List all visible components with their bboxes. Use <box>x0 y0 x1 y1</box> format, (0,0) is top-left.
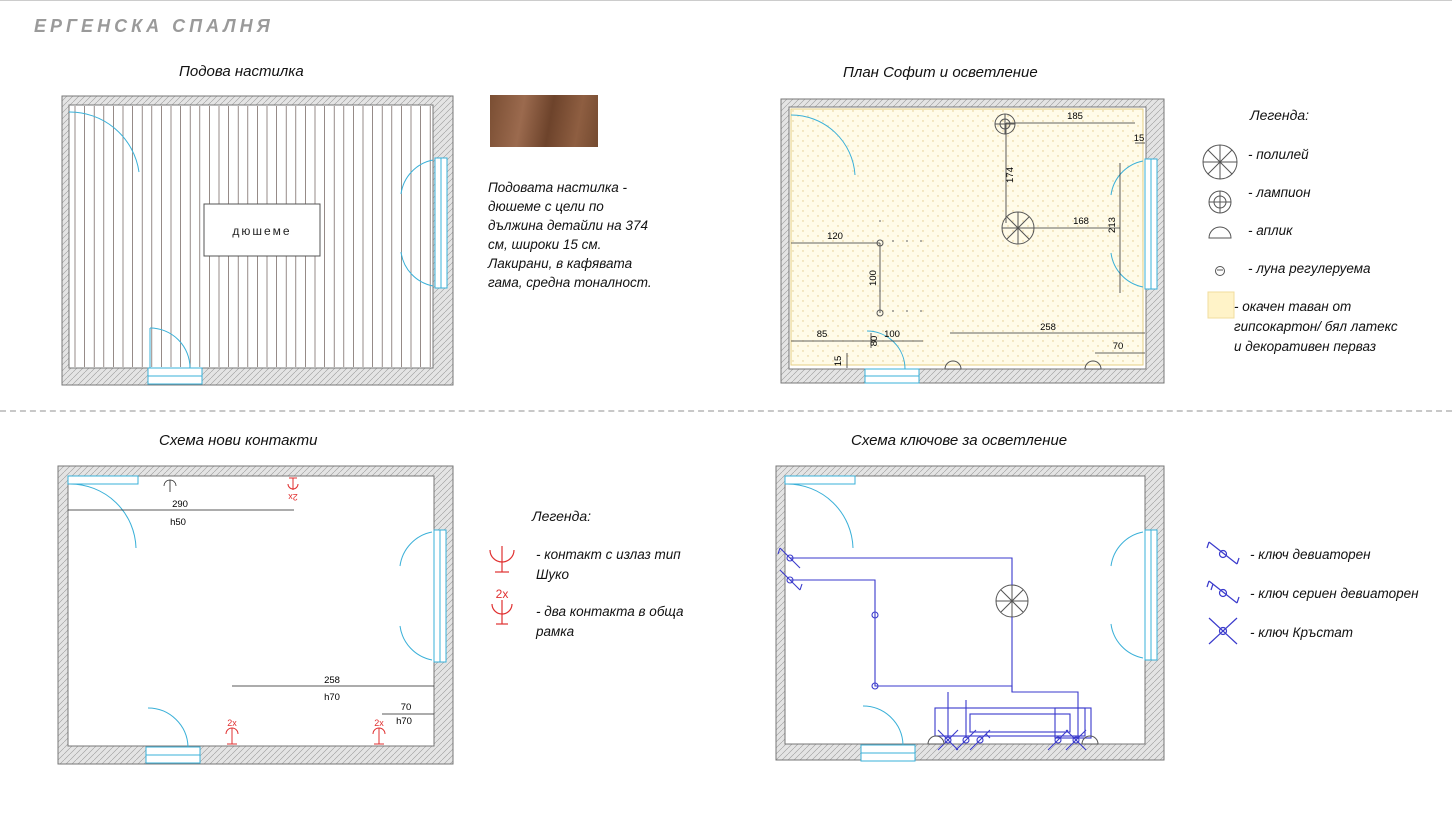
section-divider <box>0 410 1452 412</box>
dim-70: 70 <box>1113 341 1124 352</box>
chandelier-icon <box>995 584 1029 618</box>
switch-cross-icon <box>1208 617 1238 645</box>
switch-deviator-icon <box>1206 541 1240 565</box>
lamp-icon <box>1208 190 1232 214</box>
wiring-lines <box>790 557 1092 739</box>
legend-dimmable: - луна регулеруема <box>1248 261 1371 276</box>
dim-174: 174 <box>1005 167 1016 183</box>
flooring-title: Подова настилка <box>179 63 304 80</box>
switch-deviator-icon <box>777 547 801 569</box>
dim-258: 258 <box>324 675 340 686</box>
dim-168: 168 <box>1073 216 1089 227</box>
switch-deviator-icon <box>1047 729 1069 751</box>
legend-switch-serial: - ключ сериен девиаторен <box>1250 586 1419 601</box>
ceiling-title: План Софит и осветление <box>843 64 1038 81</box>
dim-h50: h50 <box>170 517 186 528</box>
dim-h70: h70 <box>324 692 340 703</box>
dim-70: 70 <box>401 702 412 713</box>
dim-h70-b: h70 <box>396 716 412 727</box>
suspended-ceiling-area <box>790 108 1144 366</box>
double-socket-mark: 2x <box>288 492 298 502</box>
legend-chandelier: - полилей <box>1248 147 1309 162</box>
schuko-socket-icon <box>489 546 515 573</box>
window-swing <box>400 159 434 195</box>
dim-100: 100 <box>884 329 900 340</box>
legend-switch-cross: - ключ Кръстат <box>1250 625 1353 640</box>
double-socket-mark: 2x <box>374 718 384 728</box>
legend-double-socket: - два контакта в обща рамка <box>536 604 684 639</box>
sconce-icon <box>1208 226 1232 239</box>
dim-85: 85 <box>817 329 828 340</box>
sockets-legend-icons: 2x <box>489 546 515 625</box>
dim-258: 258 <box>1040 322 1056 333</box>
dimmable-light-icon <box>1215 266 1225 276</box>
switch-deviator-icon <box>779 569 803 591</box>
legend-lamp: - лампион <box>1248 185 1311 200</box>
ceiling-legend-icons <box>1202 144 1238 319</box>
suspended-ceiling-icon <box>1207 291 1235 319</box>
double-socket-mark: 2x <box>227 718 237 728</box>
switches-title: Схема ключове за осветление <box>851 432 1068 449</box>
switch-cross-icon <box>1065 729 1087 751</box>
sconce-icon <box>1084 360 1102 370</box>
dim-120: 120 <box>827 231 843 242</box>
door-swing <box>68 111 140 173</box>
switch-cross-icon <box>937 729 959 751</box>
dim-100-vertical: 100 <box>868 270 879 286</box>
wood-sample-swatch <box>490 95 598 147</box>
switch-serial-icon <box>1206 580 1240 604</box>
sockets-legend-title: Легенда: <box>532 508 592 524</box>
flooring-label-box <box>203 203 321 257</box>
legend-switch-deviator: - ключ девиаторен <box>1250 547 1371 562</box>
dimmable-light-icon <box>876 309 884 317</box>
dimmable-light-icon <box>876 239 884 247</box>
sconce-icon <box>944 360 962 370</box>
dim-185: 185 <box>1067 111 1083 122</box>
chandelier-icon <box>1001 211 1035 245</box>
ceiling-legend-title: Легенда: <box>1250 107 1310 123</box>
double-socket-mark: 2x <box>496 587 509 601</box>
floorboard-lines <box>74 106 431 367</box>
switch-serial-icon <box>969 729 991 751</box>
sockets-title: Схема нови контакти <box>159 432 318 449</box>
sconce-icon <box>1081 735 1099 745</box>
chandelier-icon <box>1202 144 1238 180</box>
dim-290: 290 <box>172 499 188 510</box>
double-socket-icon <box>372 727 386 745</box>
top-divider <box>0 0 1452 1</box>
page-title: ЕРГЕНСКА СПАЛНЯ <box>34 16 274 36</box>
flooring-plan: дюшеме <box>61 95 454 386</box>
flooring-note: Подовата настилка - дюшеме с цели по дъл… <box>488 180 652 290</box>
ceiling-plan: 185 15 174 168 213 120 100 85 100 80 258… <box>780 98 1165 384</box>
sockets-plan: 290 h50 258 h70 70 h70 2x 2x 2x <box>57 465 454 765</box>
lamp-icon <box>994 113 1016 135</box>
double-socket-icon <box>287 477 299 490</box>
double-socket-icon <box>225 727 239 745</box>
switch-deviator-icon <box>955 729 977 751</box>
sconce-icon <box>927 735 945 745</box>
dim-15-bottom: 15 <box>833 356 844 367</box>
flooring-label: дюшеме <box>232 224 291 238</box>
dim-213: 213 <box>1107 217 1118 233</box>
dim-15: 15 <box>1134 133 1145 144</box>
dim-80: 80 <box>869 336 880 347</box>
legend-sconce: - аплик <box>1248 223 1293 238</box>
legend-schuko: - контакт с излаз тип Шуко <box>536 547 681 582</box>
switches-legend-icons <box>1206 541 1240 645</box>
legend-ceiling: - окачен таван от гипсокартон/ бял латек… <box>1234 299 1398 354</box>
double-socket-icon <box>491 600 513 625</box>
switches-plan <box>775 465 1165 762</box>
